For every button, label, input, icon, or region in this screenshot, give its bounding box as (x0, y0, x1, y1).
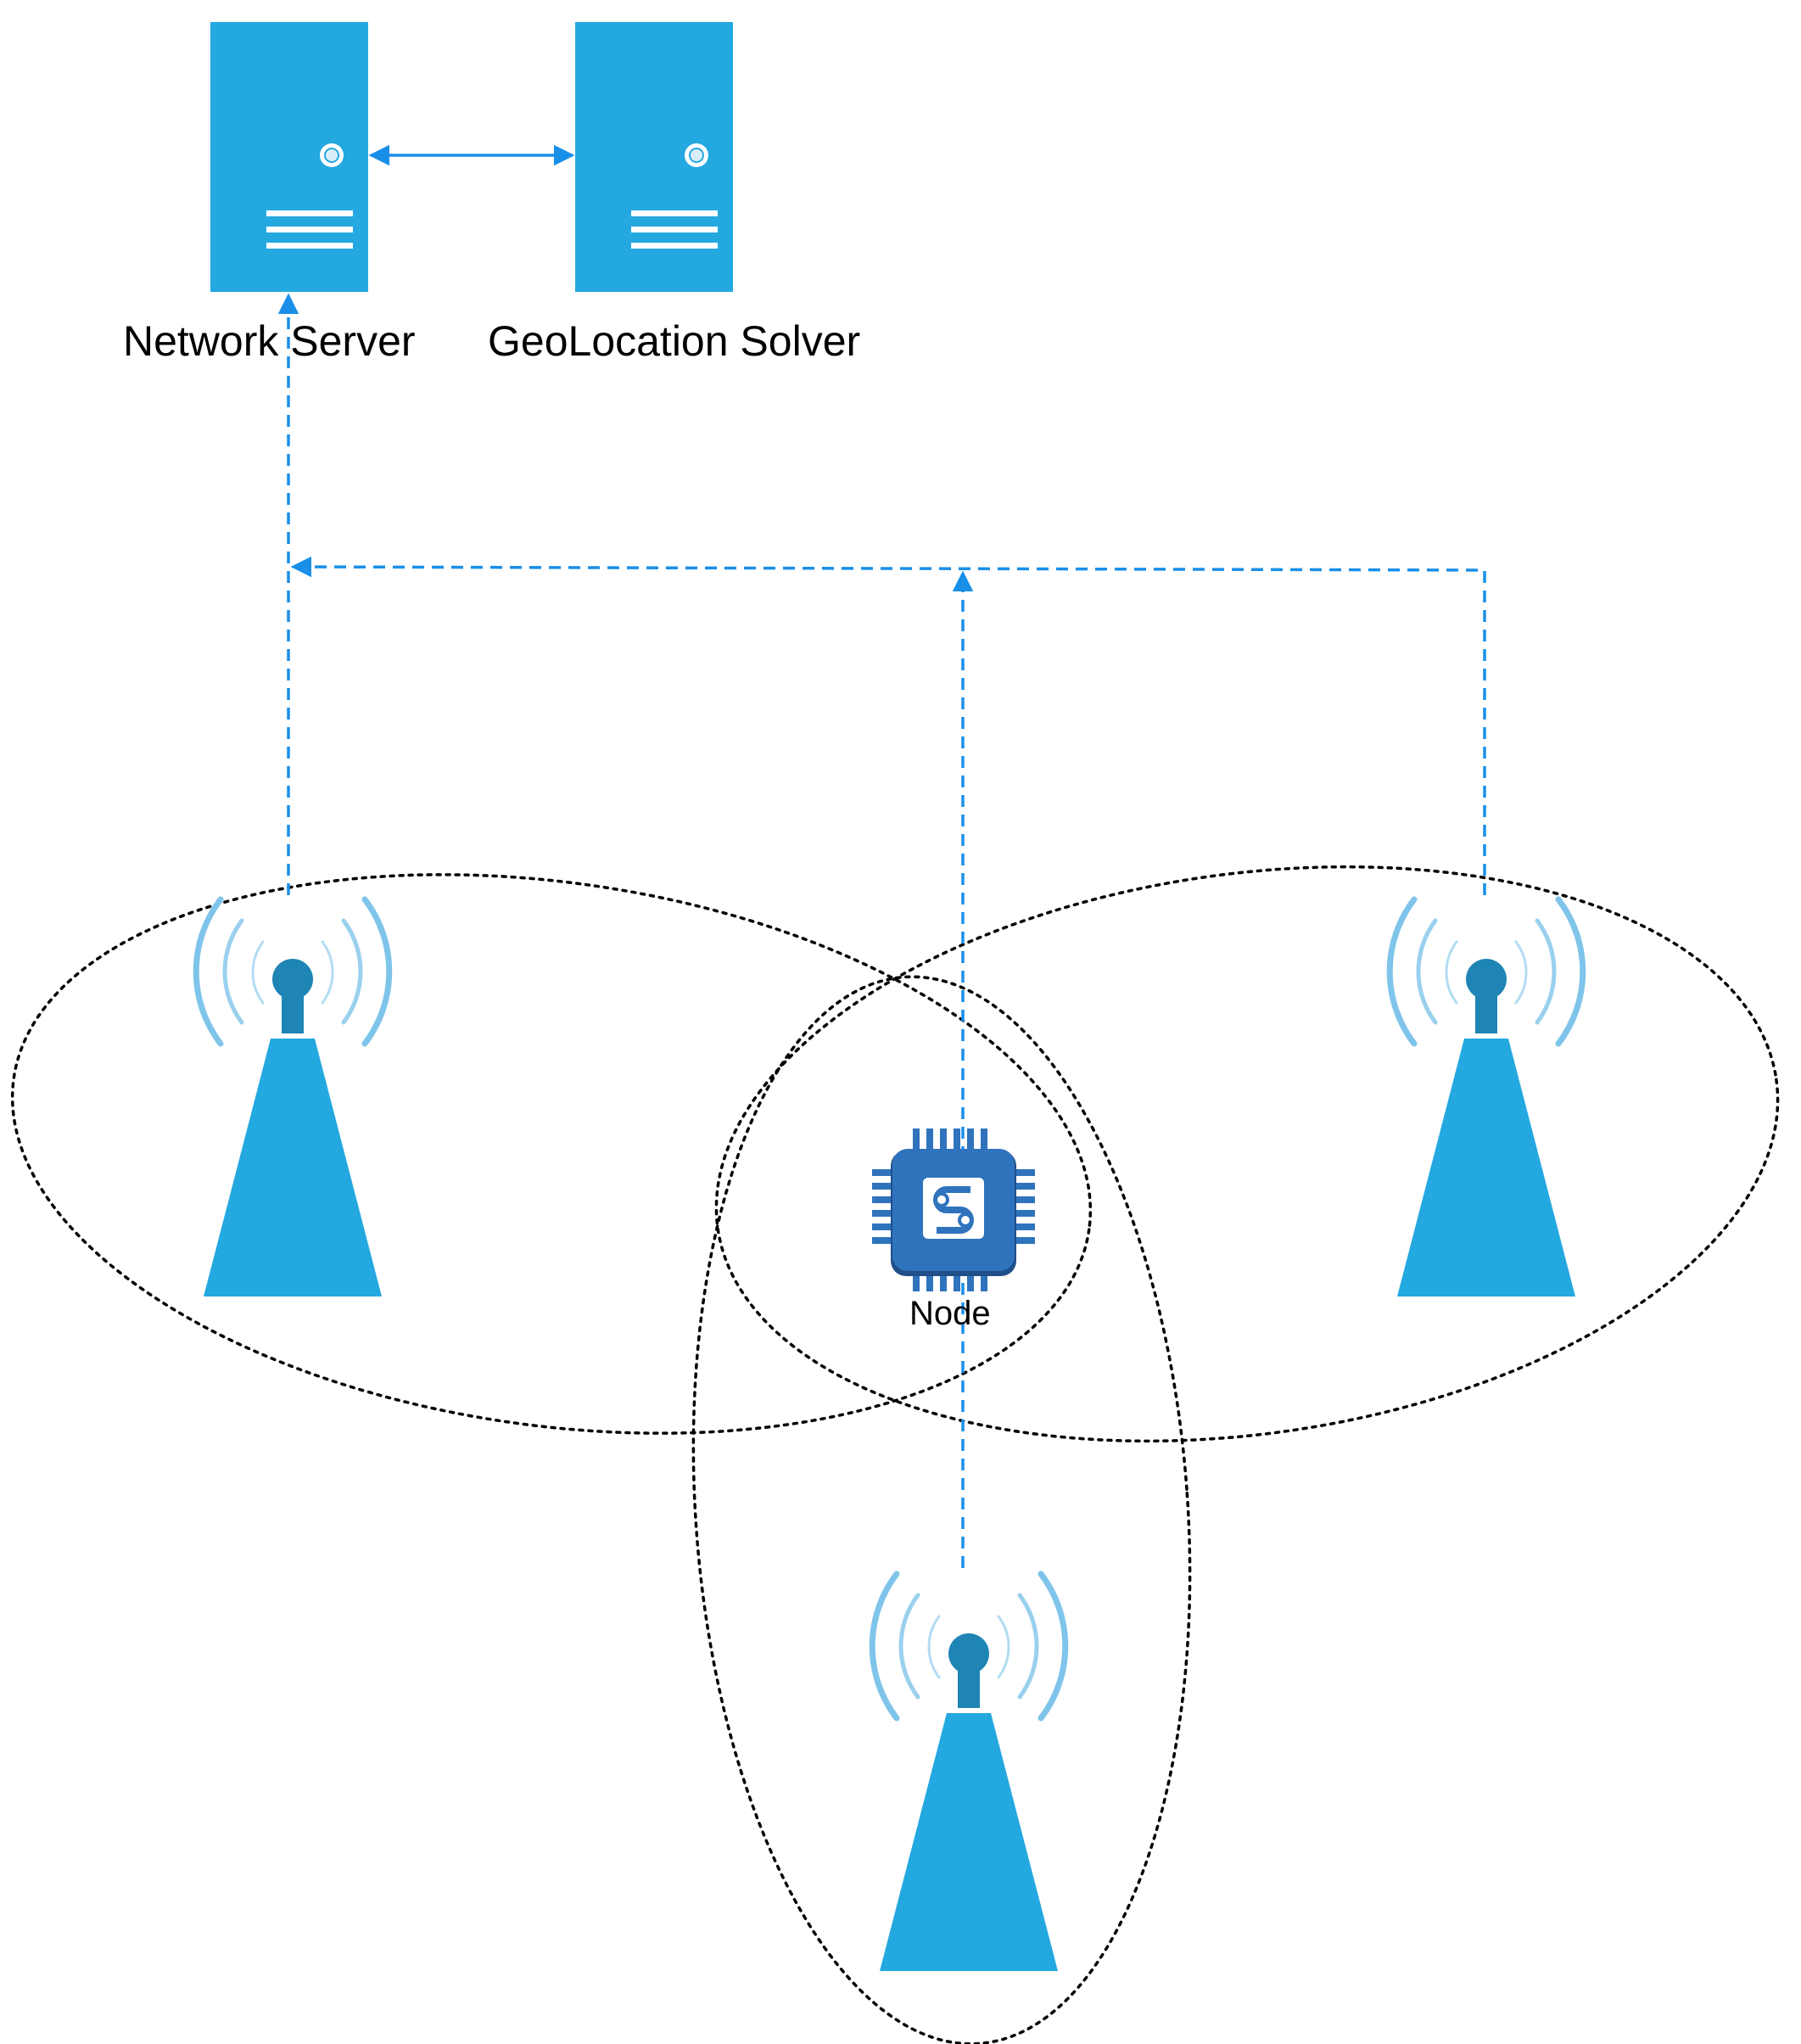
server-icon (575, 22, 733, 292)
coverage-areas (10, 865, 1780, 2044)
network-server-label: Network Server (123, 317, 416, 365)
chip-icon (872, 1128, 1035, 1291)
coverage-ellipse-right (714, 865, 1780, 1443)
links (277, 293, 1486, 1568)
antenna-tower-icon (193, 896, 393, 1296)
coverage-ellipse-left (10, 873, 1093, 1435)
node-label: Node (909, 1295, 991, 1332)
geolocation-solver-label: GeoLocation Solver (488, 317, 861, 365)
coverage-ellipse-bottom (691, 975, 1192, 2044)
link-right-gateway-horizontal (290, 556, 1486, 895)
antenna-tower-icon (869, 1571, 1069, 1971)
server-icon (210, 22, 368, 292)
antenna-tower-icon (1386, 896, 1586, 1296)
